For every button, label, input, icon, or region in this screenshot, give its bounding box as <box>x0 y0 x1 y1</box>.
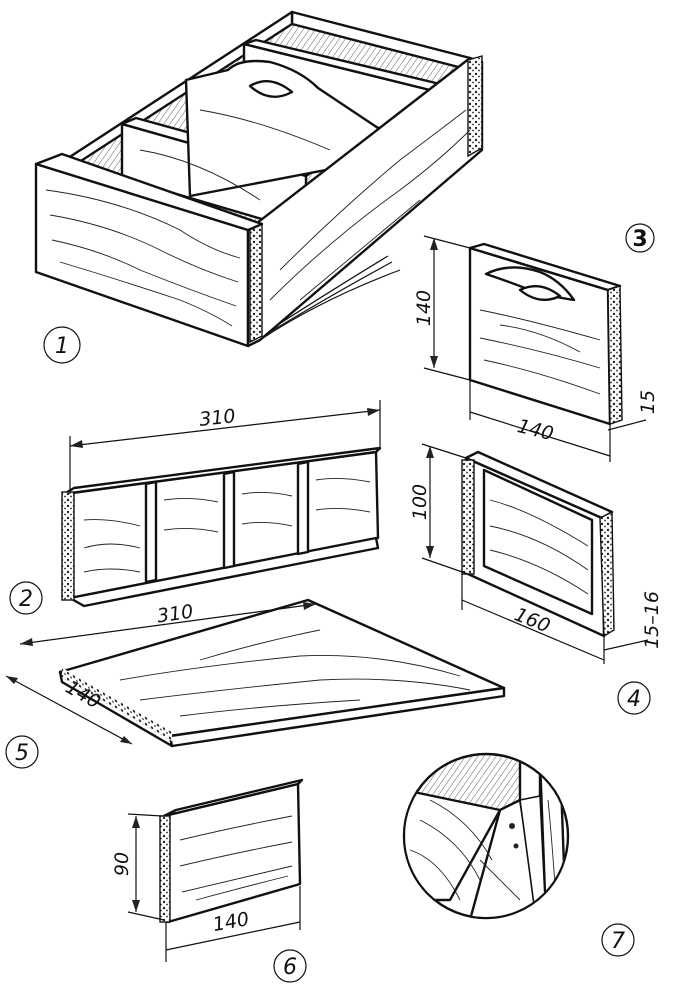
callout-4-group: 4 <box>617 681 651 715</box>
callout-6-group: 6 <box>273 949 307 983</box>
dim-side-length: 310 <box>198 405 236 431</box>
handle-divider <box>184 59 380 198</box>
side-wall <box>61 400 382 608</box>
handle-hole <box>248 80 294 98</box>
short-partition <box>127 778 304 962</box>
partition-with-handle <box>423 235 647 462</box>
dim-end-thickness: 15–16 <box>641 591 663 649</box>
callout-1: 1 <box>55 334 69 359</box>
callout-3: 3 <box>632 227 647 252</box>
callout-3-group: 3 <box>625 223 655 253</box>
joint-detail <box>402 752 570 920</box>
callout-7-group: 7 <box>601 923 635 957</box>
dim-bottom-length: 310 <box>156 601 195 628</box>
bottom-board <box>5 598 506 748</box>
callout-1-group: 1 <box>43 326 81 364</box>
callout-5: 5 <box>15 741 29 766</box>
dim-partition-thickness: 15 <box>637 390 659 414</box>
end-wall <box>421 443 649 664</box>
right-end <box>246 56 484 348</box>
dim-short-width: 140 <box>211 908 251 936</box>
callout-2-group: 2 <box>9 581 43 615</box>
callout-6: 6 <box>283 955 297 980</box>
dim-partition-width: 140 <box>515 415 556 445</box>
callout-4: 4 <box>627 687 641 712</box>
callout-5-group: 5 <box>5 735 39 769</box>
dim-partition-height: 140 <box>413 290 435 326</box>
dim-short-height: 90 <box>111 852 133 876</box>
callout-7: 7 <box>611 929 625 954</box>
assembled-toolbox <box>34 10 484 348</box>
callout-2: 2 <box>19 587 33 612</box>
dim-end-height: 100 <box>409 484 431 520</box>
